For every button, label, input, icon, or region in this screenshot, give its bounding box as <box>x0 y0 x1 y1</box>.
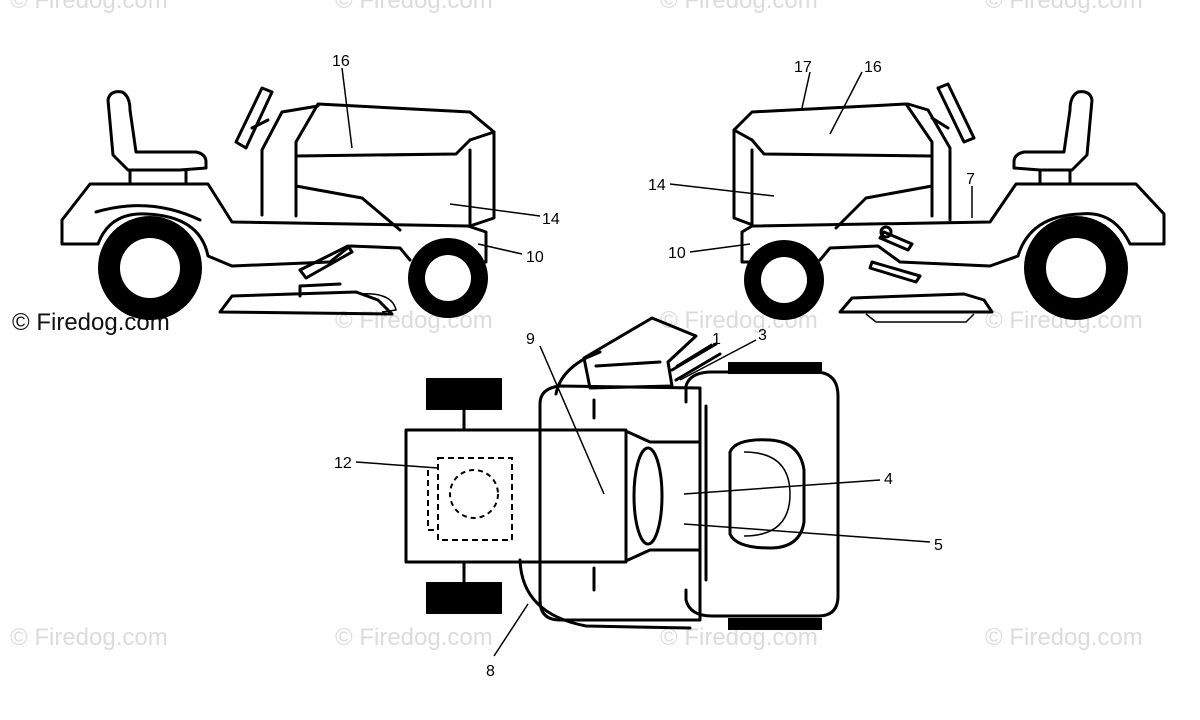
watermark: © Firedog.com <box>10 0 168 14</box>
deck-lift-lever <box>878 230 914 252</box>
tractor-top-view <box>404 316 840 630</box>
hood-grille <box>732 128 754 226</box>
steering-wheel <box>936 82 976 144</box>
rear-right-wheel <box>728 618 822 630</box>
mower-deck <box>838 292 994 314</box>
callout-9-top: 9 <box>526 331 535 348</box>
hood-crease <box>750 138 934 158</box>
callout-7-right: 7 <box>966 171 975 188</box>
steering-wheel-top <box>632 446 664 546</box>
foot-pedal <box>298 244 354 280</box>
hood-side-line <box>294 184 402 232</box>
engine-outline-dashed <box>437 457 513 541</box>
steering-column <box>250 118 270 130</box>
hood <box>732 102 934 226</box>
lever-knob <box>879 225 893 239</box>
watermark: © Firedog.com <box>985 0 1143 14</box>
tractor-left-side-view <box>60 86 496 320</box>
leader-top-4 <box>683 479 881 495</box>
dash-console <box>906 102 952 222</box>
steering-wheel <box>234 86 274 150</box>
leader-top-8 <box>493 603 529 657</box>
watermark: © Firedog.com <box>335 0 493 14</box>
engine-outline-dashed-side <box>427 470 436 531</box>
leader-top-9 <box>539 345 605 495</box>
foot-pedal <box>868 260 922 284</box>
watermark: © Firedog.com <box>985 624 1143 651</box>
front-wheel-rim <box>425 255 471 301</box>
chute-decal-strip <box>670 342 722 382</box>
fender-inner <box>94 204 202 222</box>
callout-10-right: 10 <box>668 245 686 262</box>
hood-side-line <box>834 184 934 230</box>
callout-12-top: 12 <box>334 455 352 472</box>
watermark: © Firedog.com <box>335 624 493 651</box>
rear-wheel-rim <box>120 238 180 298</box>
air-filter-outline-dashed <box>449 469 499 519</box>
leader-top-1 <box>675 343 713 367</box>
leader-left-14 <box>449 203 541 217</box>
seat-outline <box>106 90 208 172</box>
callout-14-right: 14 <box>648 177 666 194</box>
deck-side-left <box>538 384 702 622</box>
seat-base <box>1038 168 1072 186</box>
callout-3-top: 3 <box>758 327 767 344</box>
leader-top-5 <box>683 523 931 543</box>
rear-fender <box>684 370 840 618</box>
body-frame <box>740 182 1166 268</box>
leader-top-12 <box>355 461 439 469</box>
leader-left-10 <box>477 243 523 255</box>
mower-deck-outline <box>518 350 692 630</box>
leader-right-10 <box>689 243 751 253</box>
hood-crease <box>294 138 472 158</box>
leader-lines <box>341 67 973 657</box>
rear-wheel-rim <box>1046 238 1106 298</box>
center-console <box>626 430 702 562</box>
callout-8-top: 8 <box>486 663 495 680</box>
callout-16-right: 16 <box>864 59 882 76</box>
callout-10-left: 10 <box>526 249 544 266</box>
seat-top <box>728 438 806 550</box>
leader-right-14 <box>669 183 775 197</box>
callout-4-top: 4 <box>884 471 893 488</box>
leader-top-3 <box>679 339 757 381</box>
front-wheel-rim <box>761 257 807 303</box>
leader-right-17 <box>801 71 811 109</box>
body-frame <box>60 182 488 268</box>
seat-pad <box>743 451 791 537</box>
seat-base <box>128 168 188 186</box>
callout-17-right: 17 <box>794 59 812 76</box>
hood-top <box>404 428 628 564</box>
front-left-wheel <box>426 378 502 410</box>
hood-grille <box>468 130 496 228</box>
hood <box>294 102 496 228</box>
seat-outline <box>1012 90 1094 172</box>
callout-14-left: 14 <box>542 211 560 228</box>
watermark: © Firedog.com <box>660 0 818 14</box>
discharge-chute <box>582 316 698 390</box>
watermark-layer: © Firedog.com © Firedog.com © Firedog.co… <box>10 0 1143 651</box>
tractor-right-side-view <box>732 82 1166 323</box>
callout-labels: 16 14 10 17 16 14 7 10 9 1 3 12 4 5 8 <box>332 53 975 680</box>
callout-16-left: 16 <box>332 53 350 70</box>
leader-left-16 <box>341 67 353 149</box>
dash-console <box>260 104 320 217</box>
discharge-chute <box>359 293 397 313</box>
callout-5-top: 5 <box>934 537 943 554</box>
callout-1-top: 1 <box>712 331 721 348</box>
front-right-wheel <box>426 582 502 614</box>
mower-deck <box>218 282 394 316</box>
watermark: © Firedog.com <box>10 624 168 651</box>
deck-skirt <box>865 313 975 323</box>
leader-right-16 <box>829 71 863 135</box>
